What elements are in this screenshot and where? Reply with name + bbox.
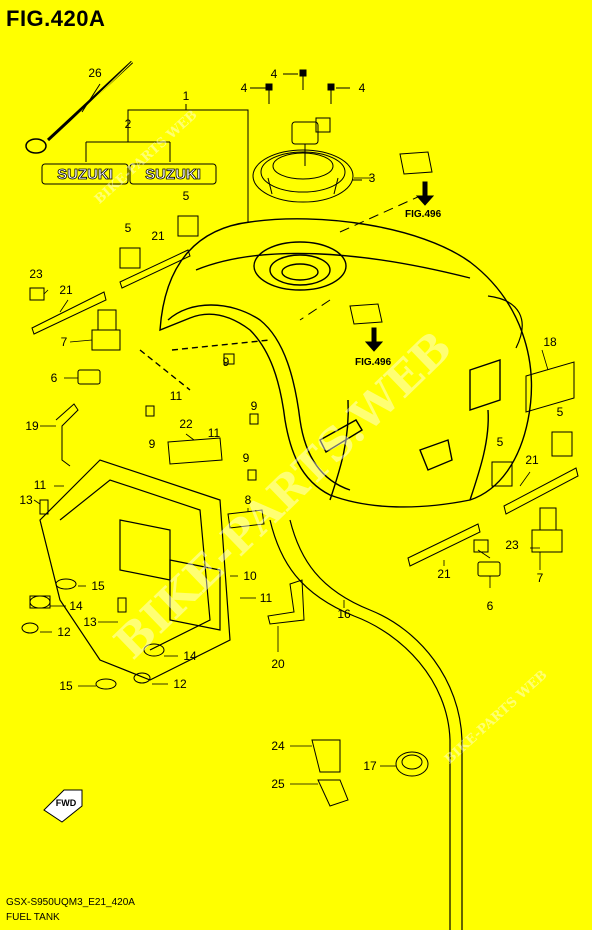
part-rubber-6a [77,369,101,385]
callout-1: 1 [183,89,190,103]
part-dampers-7 [91,309,563,553]
part-bracket-20 [267,579,305,625]
fwd-label: FWD [56,798,77,808]
part-badges-2 [41,130,217,185]
part-fuel-tank-1 [139,218,533,508]
callout-18: 18 [543,335,557,349]
callout-14a: 14 [69,599,83,613]
callout-9d: 9 [243,451,250,465]
part-pad-23a [29,287,45,301]
reference-arrows [299,151,435,352]
callout-9a: 9 [223,355,230,369]
callout-5a: 5 [125,221,132,235]
callout-21d: 21 [437,567,451,581]
part-pads-5 [119,215,573,487]
callout-6a: 6 [51,371,58,385]
callout-24: 24 [271,739,285,753]
part-pad-8 [227,509,265,529]
callout-25: 25 [271,777,285,791]
callout-11c: 11 [34,478,47,492]
callout-11b: 11 [208,426,221,440]
part-rod-26 [25,60,134,154]
part-plate-18 [525,361,575,413]
part-bracket-assembly [39,459,231,681]
callout-26: 26 [88,66,102,80]
part-bracket-19 [55,403,79,467]
callout-19: 19 [25,419,39,433]
callout-11a: 11 [170,389,183,403]
leader-lines [33,87,549,785]
callout-12b: 12 [173,677,187,691]
callout-14b: 14 [183,649,197,663]
section-name: FUEL TANK [6,912,60,923]
small-fasteners [21,353,259,690]
callout-15a: 15 [91,579,105,593]
part-clamp-17 [395,751,429,777]
callout-13a: 13 [19,493,33,507]
callout-21a: 21 [151,229,165,243]
callout-4c: 4 [359,81,366,95]
part-rubber-6b [477,561,501,577]
badge-right-text: SUZUKI [145,166,201,183]
callout-10: 10 [243,569,257,583]
callout-3: 3 [369,171,376,185]
fig-ref-a: FIG.496 [405,209,442,220]
callout-5c: 5 [497,435,504,449]
callout-15b: 15 [59,679,73,693]
part-bolts-4 [250,69,350,104]
part-fuel-cap-3 [252,117,362,203]
callout-17: 17 [363,759,377,773]
callout-5d: 5 [557,405,564,419]
part-label-22 [167,437,223,465]
callout-21b: 21 [59,283,73,297]
part-strips-21 [31,249,579,567]
fwd-arrow-icon [43,789,83,823]
callout-23a: 23 [29,267,43,281]
callout-2: 2 [125,117,132,131]
model-code: GSX-S950UQM3_E21_420A [6,897,135,908]
callout-21c: 21 [525,453,539,467]
callout-20: 20 [271,657,285,671]
callout-9c: 9 [251,399,258,413]
fig-ref-b: FIG.496 [355,357,392,368]
callout-22: 22 [179,417,193,431]
callout-7a: 7 [61,335,68,349]
callout-4a: 4 [241,81,248,95]
callout-5b: 5 [183,189,190,203]
callout-6b: 6 [487,599,494,613]
callout-9b: 9 [149,437,156,451]
callout-11d: 11 [260,591,273,605]
badge-left-text: SUZUKI [57,166,113,183]
part-clamps-24-25 [311,739,349,807]
part-hose-16 [289,519,463,930]
callout-12a: 12 [57,625,71,639]
callout-23b: 23 [505,538,519,552]
callout-13b: 13 [83,615,97,629]
part-pad-23b [473,539,489,553]
callout-4b: 4 [271,67,278,81]
callout-16: 16 [337,607,351,621]
figure-title: FIG.420A [6,6,106,31]
callout-7b: 7 [537,571,544,585]
callout-8: 8 [245,493,252,507]
